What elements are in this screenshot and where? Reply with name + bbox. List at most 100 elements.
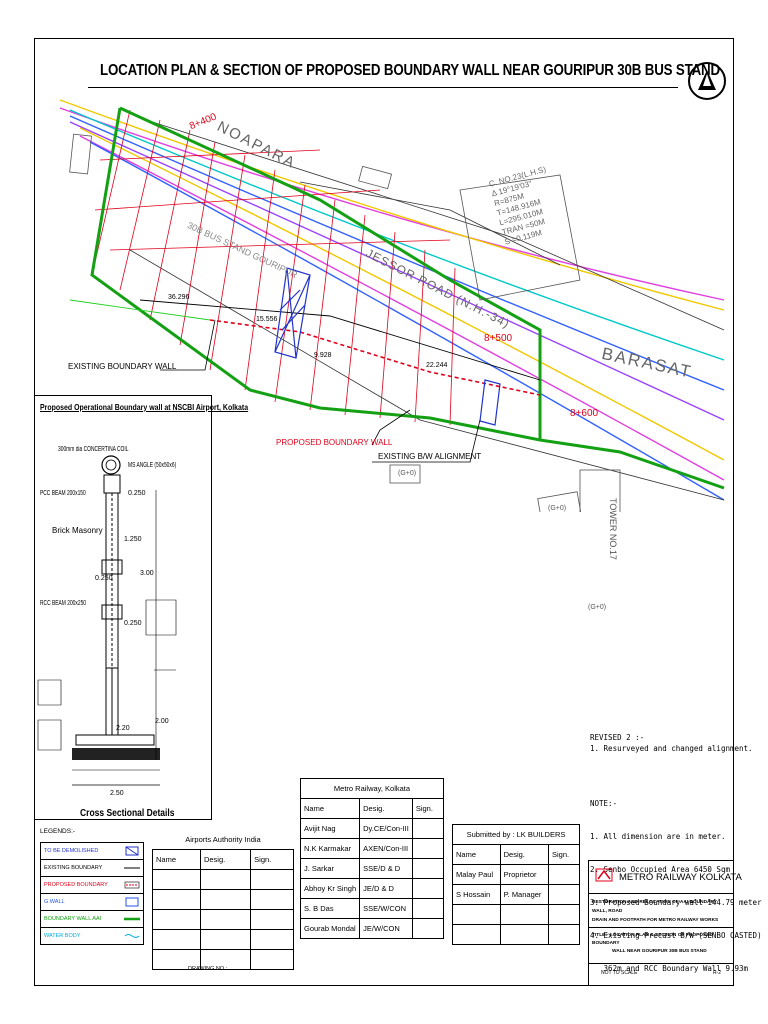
- title-block-org: METRO RAILWAY KOLKATA: [619, 871, 742, 883]
- note-item: 4. Existing Precast B/W (SENBO CASTED): [590, 931, 762, 940]
- note-item: 2. Senbo Occupied Area 6450 Sqm: [590, 865, 730, 874]
- builder-header-name: Name: [452, 844, 501, 865]
- title-block-scope: RESTORATION AND RELOCATION OF AAI BOUNDA…: [589, 894, 733, 928]
- revised-heading: REVISED 2 :-: [590, 733, 645, 742]
- legend-title: LEGENDS:-: [40, 828, 76, 835]
- title-block: METRO RAILWAY KOLKATA RESTORATION AND RE…: [588, 860, 742, 986]
- aai-header-sign: Sign.: [250, 849, 294, 870]
- notes-heading: NOTE:-: [590, 799, 618, 808]
- metro-row-name: N.K Karmakar: [299, 838, 361, 859]
- legend-label: G WALL: [44, 899, 65, 905]
- chainage-8600: 8+600: [570, 408, 599, 419]
- dim-0250c: 0.250: [124, 620, 142, 627]
- rcc-beam-label: RCC BEAM 200x250: [40, 600, 87, 607]
- metro-header-sign: Sign.: [411, 798, 445, 819]
- legend-label: EXISTING BOUNDARY: [44, 865, 103, 871]
- note-item: 3. Proposed Boundary wall 144.79 meter: [590, 898, 762, 907]
- notes-block: NOTE:- 1. All dimension are in meter. 2.…: [590, 776, 762, 985]
- dashed-line-icon: [121, 880, 143, 890]
- angle-label: MS ANGLE (50x50x6): [128, 462, 177, 469]
- builder-row-desig: Proprietor: [499, 864, 550, 885]
- legend-item: BOUNDARY WALL AAI: [41, 911, 143, 928]
- legend-item: WATER BODY: [41, 928, 143, 945]
- tower-label: TOWER NO.17: [608, 498, 618, 560]
- title-block-line2: DRAIN AND FOOTPATH FOR METRO RAILWAY WOR…: [592, 918, 719, 923]
- concertina-label: 300mm dia CONCERTINA COIL: [58, 446, 129, 453]
- aai-header-name: Name: [152, 849, 201, 870]
- cross-section-footer: Cross Sectional Details: [80, 808, 175, 819]
- dim-15556: 15.556: [256, 316, 278, 323]
- existing-boundary-wall-label: EXISTING BOUNDARY WALL: [68, 362, 177, 371]
- legend-label: BOUNDARY WALL AAI: [44, 916, 102, 922]
- dim-200: 2.00: [155, 718, 169, 725]
- builder-header-sign: Sign.: [548, 844, 580, 865]
- revised-item: 1. Resurveyed and changed alignment.: [590, 744, 753, 753]
- builder-row-desig: P. Manager: [499, 884, 550, 905]
- title-block-line1: RESTORATION AND RELOCATION OF AAI BOUNDA…: [592, 900, 717, 914]
- title-underline: [88, 87, 678, 88]
- metro-header-name: Name: [299, 798, 361, 819]
- g0-label-b: (G+0): [548, 505, 567, 512]
- builder-title: Submitted by : LK BUILDERS: [452, 824, 580, 845]
- proposed-boundary-wall-label: PROPOSED BOUNDARY WALL: [276, 438, 393, 447]
- dim-220: 2.20: [116, 725, 130, 732]
- metro-row-desig: SSE/D & D: [359, 858, 413, 879]
- green-line-icon: [121, 914, 143, 924]
- title-block-line4: WALL NEAR GOURIPUR 30B BUS STAND: [612, 949, 707, 954]
- metro-row-name: Abhoy Kr Singh: [299, 878, 361, 899]
- builder-row-name: Malay Paul: [452, 864, 501, 885]
- line-icon: [121, 863, 143, 873]
- aai-title: Airports Authority India: [185, 835, 261, 844]
- brick-masonry-label: Brick Masonry: [52, 526, 103, 535]
- title-block-footer: NOT TO SCALE R-2: [589, 964, 733, 976]
- metro-row-name: Gourab Mondal: [299, 918, 361, 939]
- aai-header-desig: Desig.: [199, 849, 252, 870]
- dim-0250: 0.250: [128, 490, 146, 497]
- section-heading: Proposed Operational Boundary wall at NS…: [40, 402, 249, 412]
- builder-header-desig: Desig.: [499, 844, 550, 865]
- dim-36296: 36.296: [168, 294, 190, 301]
- metro-row-name: S. B Das: [299, 898, 361, 919]
- note-item: 1. All dimension are in meter.: [590, 832, 726, 841]
- metro-row-name: Avijit Nag: [299, 818, 361, 839]
- metro-row-name: J. Sarkar: [299, 858, 361, 879]
- metro-logo-icon: [595, 868, 613, 887]
- dim-22244: 22.244: [426, 362, 448, 369]
- location-plan-map: [59, 99, 725, 512]
- water-icon: [121, 931, 143, 941]
- legend-label: WATER BODY: [44, 933, 81, 939]
- legend-item: G WALL: [41, 894, 143, 911]
- sheet-label: R-2: [712, 970, 721, 976]
- legend-item: EXISTING BOUNDARY: [41, 860, 143, 877]
- scale-label: NOT TO SCALE: [601, 970, 638, 976]
- metro-row-desig: Dy.CE/Con-III: [359, 818, 413, 839]
- note-item: 362m and RCC Boundary Wall 9.93m: [590, 964, 749, 973]
- builder-row-name: S Hossain: [452, 884, 501, 905]
- chainage-8500: 8+500: [484, 333, 513, 344]
- pcc-beam-label: PCC BEAM 200x150: [40, 490, 86, 497]
- dim-1250: 1.250: [124, 536, 142, 543]
- dim-0250b: 0.250: [95, 575, 113, 582]
- metro-row-desig: AXEN/Con-III: [359, 838, 413, 859]
- drawing-number: DRAWING NO :: [188, 966, 228, 972]
- cross-section-drawing: [37, 455, 177, 786]
- dim-9928: 9.928: [314, 352, 332, 359]
- title-block-line3: TITLE:- LOCATION PLAN & SECTION OF PROPO…: [592, 933, 713, 946]
- drawing-title: LOCATION PLAN & SECTION OF PROPOSED BOUN…: [100, 62, 720, 79]
- existing-bw-alignment-label: EXISTING B/W ALIGNMENT: [378, 452, 482, 461]
- dim-300: 3.00: [140, 570, 154, 577]
- metro-row-desig: JE/D & D: [359, 878, 413, 899]
- title-block-org-row: METRO RAILWAY KOLKATA: [589, 861, 742, 894]
- hatch-box-icon: [121, 846, 143, 856]
- metro-title: Metro Railway, Kolkata: [300, 778, 444, 799]
- legend-item: TO BE DEMOLISHED: [41, 843, 143, 860]
- metro-header-desig: Desig.: [359, 798, 413, 819]
- wall-box-icon: [121, 897, 143, 907]
- north-logo-icon: [688, 62, 726, 100]
- dim-250: 2.50: [110, 790, 124, 797]
- g0-label-c: (G+0): [588, 604, 607, 611]
- g0-label-a: (G+0): [398, 470, 417, 477]
